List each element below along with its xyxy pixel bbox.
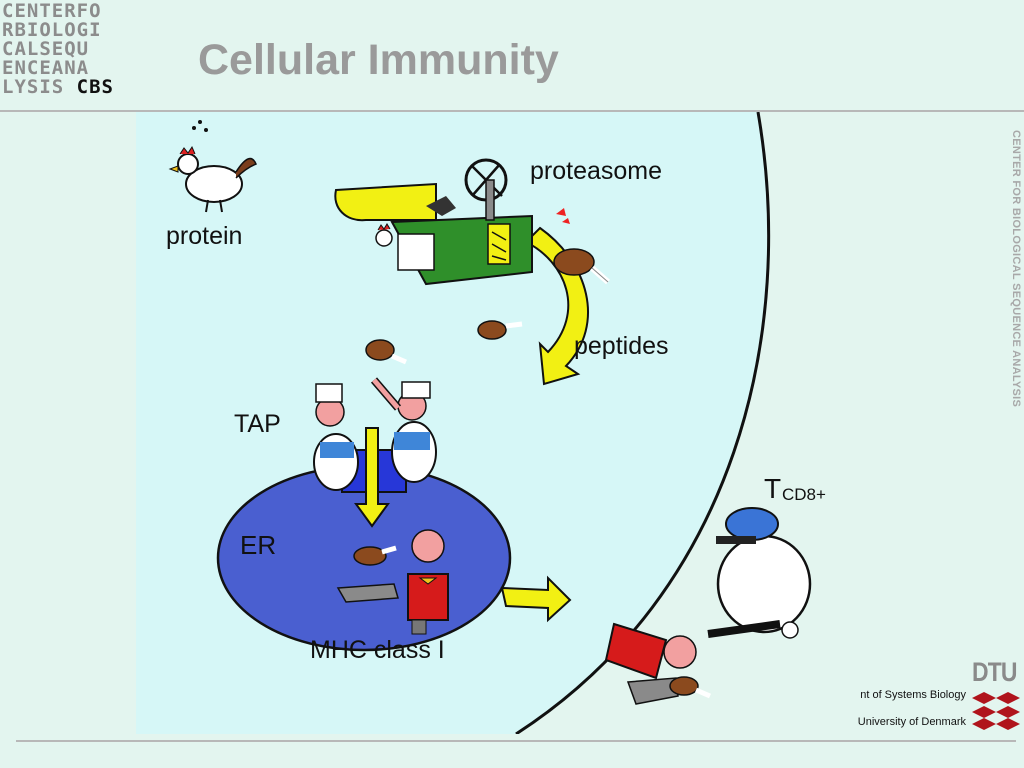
logo-lysis: LYSIS: [2, 76, 65, 98]
arrow-to-surface: [500, 575, 572, 623]
drumstick-small-icon: [477, 320, 523, 340]
label-er: ER: [240, 530, 276, 560]
chicken-protein-icon: [168, 120, 257, 213]
footer-department: nt of Systems Biology: [860, 689, 966, 701]
label-t: T: [764, 473, 781, 504]
t-cell-policeman-icon: [707, 507, 812, 639]
cell-membrane: [515, 112, 771, 734]
arrow-into-er: [354, 427, 390, 528]
drumstick-icon: [553, 208, 610, 285]
tap-transporter-workers-icon: [313, 377, 437, 493]
logo-line-3: CALSEQU: [2, 38, 90, 60]
logo-line-2: RBIOLOGI: [2, 19, 102, 41]
label-cd8: CD8+: [782, 485, 826, 504]
drumstick-falling-icon: [365, 339, 407, 365]
label-protein: protein: [166, 222, 242, 250]
immunity-illustration: protein proteasome peptides ER: [136, 112, 856, 734]
label-tap: TAP: [234, 410, 281, 438]
proteasome-machine-icon: [375, 158, 533, 286]
label-proteasome: proteasome: [530, 157, 662, 185]
bottom-divider: [16, 740, 1016, 742]
logo-line-1: CENTERFO: [2, 0, 102, 22]
mhc-class-i-man-icon: [336, 529, 449, 635]
cbs-logo: CENTERFO RBIOLOGI CALSEQU ENCEANA LYSIS …: [2, 2, 126, 97]
label-mhc-class-i: MHC class I: [310, 636, 445, 664]
dtu-logo-mark-icon: [972, 692, 1020, 730]
side-organization-text: CENTER FOR BIOLOGICAL SEQUENCE ANALYSIS: [1010, 130, 1022, 408]
logo-line-4: ENCEANA: [2, 57, 90, 79]
logo-line-5: LYSIS CBS: [2, 78, 126, 97]
footer-university: University of Denmark: [857, 716, 966, 728]
dtu-logo-text: DTU: [972, 657, 1017, 687]
slide-title: Cellular Immunity: [198, 36, 559, 84]
mhc-presenting-man-icon: [604, 622, 711, 705]
arrow-into-proteasome: [334, 182, 437, 222]
label-peptides: peptides: [574, 332, 669, 360]
logo-cbs: CBS: [76, 76, 114, 98]
top-divider: [0, 110, 1024, 112]
